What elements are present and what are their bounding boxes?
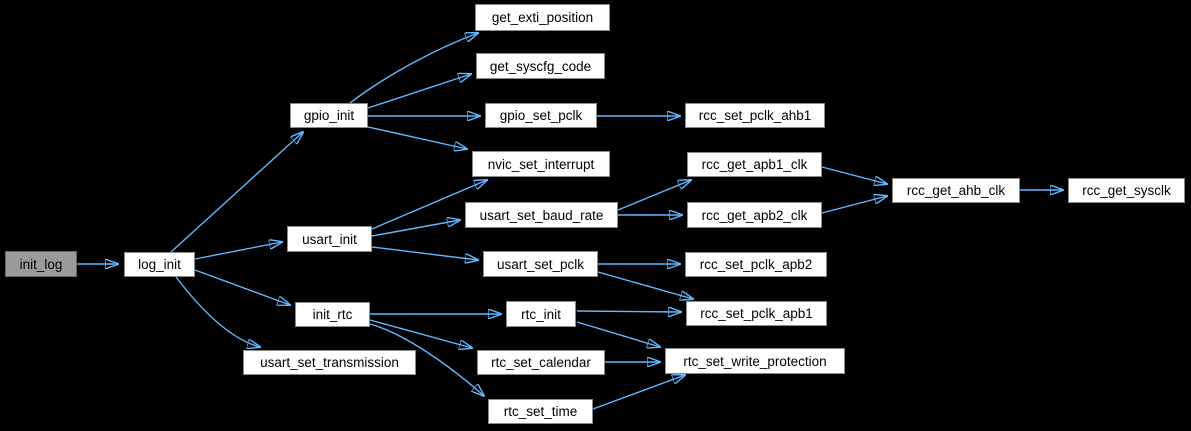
node-usart_set_transmission[interactable]: usart_set_transmission — [243, 350, 416, 375]
edge-log_init-init_rtc — [194, 269, 290, 305]
edge-log_init-gpio_init — [170, 132, 303, 253]
edge-rcc_get_apb1_clk-rcc_get_ahb_clk — [821, 166, 887, 184]
edge-usart_set_pclk-rcc_set_pclk_apb1 — [597, 271, 693, 299]
edge-gpio_init-get_syscfg_code — [367, 74, 471, 109]
edge-log_init-usart_init — [194, 242, 282, 260]
node-init_log: init_log — [5, 251, 77, 277]
edge-init_rtc-rtc_set_time — [369, 323, 484, 396]
node-log_init[interactable]: log_init — [124, 252, 195, 277]
node-rcc_set_pclk_ahb1[interactable]: rcc_set_pclk_ahb1 — [685, 103, 825, 128]
edge-usart_init-usart_set_pclk — [371, 246, 478, 260]
node-usart_set_pclk[interactable]: usart_set_pclk — [483, 251, 598, 277]
edge-gpio_init-nvic_set_interrupt — [367, 126, 467, 149]
node-rcc_get_apb2_clk[interactable]: rcc_get_apb2_clk — [687, 202, 822, 228]
node-rtc_init[interactable]: rtc_init — [506, 301, 576, 327]
node-rcc_get_ahb_clk[interactable]: rcc_get_ahb_clk — [892, 178, 1020, 203]
edge-gpio_init-get_exti_position — [349, 33, 478, 104]
node-rcc_set_pclk_apb1[interactable]: rcc_set_pclk_apb1 — [686, 301, 827, 326]
edge-usart_set_baud_rate-rcc_get_apb1_clk — [617, 180, 691, 211]
node-gpio_init[interactable]: gpio_init — [290, 103, 368, 128]
node-gpio_set_pclk[interactable]: gpio_set_pclk — [485, 103, 597, 128]
edge-usart_init-usart_set_baud_rate — [371, 220, 460, 237]
edge-log_init-usart_set_transmission — [175, 276, 260, 347]
node-rcc_get_apb1_clk[interactable]: rcc_get_apb1_clk — [687, 152, 822, 177]
node-get_exti_position[interactable]: get_exti_position — [475, 4, 610, 31]
node-rtc_set_time[interactable]: rtc_set_time — [488, 399, 593, 424]
node-rtc_set_calendar[interactable]: rtc_set_calendar — [477, 350, 605, 375]
node-nvic_set_interrupt[interactable]: nvic_set_interrupt — [472, 151, 610, 177]
node-usart_set_baud_rate[interactable]: usart_set_baud_rate — [465, 202, 618, 228]
edge-usart_init-nvic_set_interrupt — [371, 180, 487, 230]
edge-init_rtc-rtc_set_calendar — [369, 319, 472, 348]
edge-rtc_init-rtc_set_write_protection — [576, 321, 660, 347]
node-get_syscfg_code[interactable]: get_syscfg_code — [476, 53, 605, 79]
node-init_rtc[interactable]: init_rtc — [295, 302, 370, 327]
node-rcc_get_sysclk[interactable]: rcc_get_sysclk — [1068, 178, 1185, 203]
edge-rtc_set_time-rtc_set_write_protection — [592, 375, 685, 410]
edge-rtc_init-rcc_set_pclk_apb1 — [576, 311, 681, 312]
node-rtc_set_write_protection[interactable]: rtc_set_write_protection — [665, 348, 845, 374]
node-rcc_set_pclk_apb2[interactable]: rcc_set_pclk_apb2 — [685, 252, 827, 277]
node-usart_init[interactable]: usart_init — [287, 226, 372, 252]
edge-rcc_get_apb2_clk-rcc_get_ahb_clk — [821, 196, 887, 214]
